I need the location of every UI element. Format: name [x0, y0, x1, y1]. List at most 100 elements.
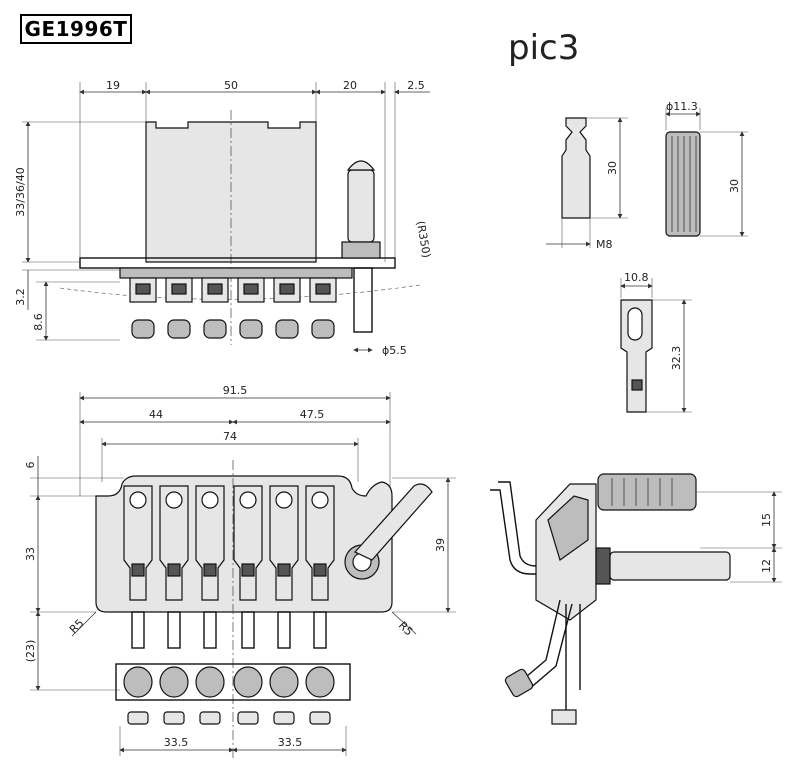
arm-bar-top-view [354, 483, 433, 561]
hex-screw [201, 491, 219, 509]
block-slot [627, 307, 643, 341]
top-view: 91.5 44 47.5 74 6 33 (23) 39 R5 R5 [24, 384, 456, 760]
fine-tuner-knob [239, 319, 263, 339]
saddle-top [305, 485, 335, 725]
tuner-tail [309, 711, 331, 725]
fine-tuner-knob [203, 319, 227, 339]
arm-shaft [353, 267, 373, 333]
arm-diameter-label: ϕ5.5 [382, 344, 407, 357]
saddle-top [159, 485, 189, 725]
string-lock [277, 563, 291, 577]
saddle-screw [135, 283, 151, 295]
fine-tuner-knob [167, 319, 191, 339]
tuner-shaft [313, 611, 327, 649]
saddle-body [269, 485, 299, 601]
saddle-body [305, 485, 335, 601]
string-lock [313, 563, 327, 577]
dim-50-label: 50 [224, 79, 238, 92]
profile-saddle [547, 495, 589, 561]
profile-view: 15 12 [490, 473, 782, 725]
saddle-screw [315, 283, 331, 295]
block-screw [631, 379, 643, 391]
tuner-row-frame [115, 663, 351, 701]
dim-6-label: 6 [24, 462, 37, 469]
profile-arm-knob [597, 473, 697, 511]
hex-screw [275, 491, 293, 509]
saddle-body [195, 485, 225, 601]
saddle-body [129, 277, 157, 303]
bottom-right-label: 33.5 [278, 736, 303, 749]
tuner-shaft [241, 611, 255, 649]
hex-screw [129, 491, 147, 509]
fine-tuner-knob [159, 666, 189, 698]
fine-tuner-knob [131, 319, 155, 339]
bottom-left-label: 33.5 [164, 736, 189, 749]
saddle [201, 277, 229, 339]
saddle-screw [279, 283, 295, 295]
left-width-label: 44 [149, 408, 163, 421]
arm-tip-length-label: 30 [606, 161, 619, 175]
arm-nut [341, 241, 381, 259]
saddle-top [269, 485, 299, 725]
saddle [309, 277, 337, 339]
fine-tuner-knob [123, 666, 153, 698]
tuner-shaft [131, 611, 145, 649]
radius-right-label: R5 [396, 619, 416, 639]
hex-screw [311, 491, 329, 509]
arm-knob-view: ϕ11.3 30 [665, 100, 748, 237]
saddle-top [233, 485, 263, 725]
fine-tuner-knob [305, 666, 335, 698]
fine-tuner-knob [275, 319, 299, 339]
string-lock [131, 563, 145, 577]
profile-nut [595, 547, 611, 585]
radius-left-label: R5 [67, 617, 87, 637]
arm-knob-diameter-label: ϕ11.3 [666, 100, 698, 113]
saddle-row-top [123, 485, 335, 725]
leader-r5-left [71, 611, 97, 637]
model-label: GE1996T [20, 14, 132, 44]
saddle [237, 277, 265, 339]
overall-width-label: 91.5 [223, 384, 248, 397]
leader-r5-right [391, 611, 417, 635]
saddle [129, 277, 157, 339]
string-spread-label: 74 [223, 430, 237, 443]
block-height-label: 32.3 [670, 346, 683, 371]
side-view: 19 50 20 2.5 33/36/40 3.2 8.6 ϕ5.5 (R350… [14, 79, 433, 357]
saddle-row-side [129, 277, 337, 339]
tuner-tail [273, 711, 295, 725]
saddle [273, 277, 301, 339]
saddle-screw [243, 283, 259, 295]
dim-8-6-label: 8.6 [32, 313, 45, 331]
tuner-tail [127, 711, 149, 725]
fine-tuner-knob [311, 319, 335, 339]
arm-knob-length-label: 30 [728, 179, 741, 193]
arm-tip-body [561, 117, 591, 219]
profile-fine-tuner [504, 668, 534, 698]
saddle-screw [207, 283, 223, 295]
right-height-label: 39 [434, 538, 447, 552]
fine-tuner-knob [195, 666, 225, 698]
saddle-body [233, 485, 263, 601]
fine-tuner-knob [233, 666, 263, 698]
arm-knob-body [665, 131, 701, 237]
profile-dim-12-label: 12 [760, 559, 773, 573]
saddle-top [123, 485, 153, 725]
arm-socket-top [346, 160, 376, 171]
right-width-label: 47.5 [300, 408, 325, 421]
tuner-shaft [277, 611, 291, 649]
profile-dim-15-label: 15 [760, 513, 773, 527]
dim-33-label: 33 [24, 547, 37, 561]
dim-2-5-label: 2.5 [407, 79, 425, 92]
hex-screw [239, 491, 257, 509]
string-lock [167, 563, 181, 577]
pic-label-text: pic3 [508, 28, 580, 68]
tuner-shaft [203, 611, 217, 649]
saddle-top [195, 485, 225, 725]
tuner-tail [237, 711, 259, 725]
tuner-tail [199, 711, 221, 725]
block-piece-view: 10.8 32.3 [620, 271, 692, 413]
radius-arc [59, 284, 421, 300]
radius-label: (R350) [414, 220, 433, 259]
profile-arm-tip [609, 551, 731, 581]
